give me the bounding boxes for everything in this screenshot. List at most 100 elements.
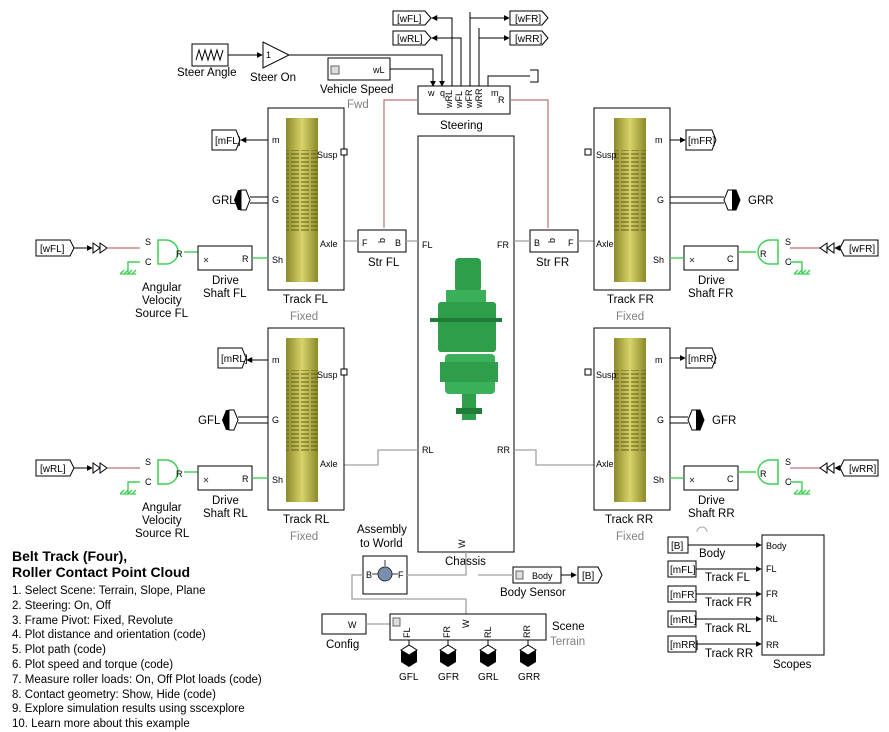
scene-block[interactable]: FL FR W RL RR Scene Terrain (389, 613, 585, 648)
steering-port-q: q (440, 88, 445, 98)
svg-text:[B]: [B] (671, 541, 683, 552)
from-wFR[interactable]: [wFR] (839, 239, 879, 257)
str-fl-block[interactable]: F B q Str FL (357, 229, 407, 269)
notes-item[interactable]: 2. Steering: On, Off (12, 599, 111, 612)
conn-label-GRL[interactable]: GRL (212, 189, 251, 211)
drive-shaft-rr[interactable]: C Drive Shaft RR (683, 465, 739, 520)
conn-label-GFR[interactable]: GFR (687, 409, 736, 431)
chassis-block[interactable]: FL FR RL RR W Chassis (417, 135, 515, 568)
ground-conn-GFL[interactable]: GFL (399, 644, 419, 683)
notes-title-1: Belt Track (Four), (12, 548, 128, 564)
steering-port-wFR: wFR (464, 89, 474, 109)
svg-text:[wFR]: [wFR] (849, 244, 875, 255)
notes-item[interactable]: 5. Plot path (code) (12, 644, 106, 657)
scope-input-rr[interactable]: [mRR] Track RR (667, 635, 753, 660)
ang-vel-source-fl[interactable]: F S C R Angular Velocity Source FL (135, 237, 189, 320)
svg-text:Axle: Axle (596, 239, 614, 249)
ground-conn-GRR[interactable]: GRR (518, 644, 540, 683)
notes-item[interactable]: 6. Plot speed and torque (code) (12, 658, 174, 671)
svg-text:Axle: Axle (596, 459, 614, 469)
scope-input-fl[interactable]: [mFL] Track FL (667, 560, 751, 584)
notes-item[interactable]: 3. Frame Pivot: Fixed, Revolute (12, 614, 174, 627)
from-wFL[interactable]: [wFL] (35, 239, 75, 257)
steering-block[interactable]: w q wRL wFL wFR wRR m R Steering (417, 85, 511, 132)
notes-item[interactable]: 1. Select Scene: Terrain, Slope, Plane (12, 585, 206, 597)
goto-mRR[interactable]: [mRR] (685, 347, 717, 369)
goto-wRR-top[interactable]: [wRR] (509, 30, 549, 46)
ps-converter-fr[interactable] (819, 242, 835, 254)
chassis-port-FL: FL (422, 240, 433, 250)
svg-text:R: R (242, 474, 249, 484)
config-block[interactable]: W Config (321, 613, 367, 651)
svg-text:Shaft RL: Shaft RL (203, 508, 248, 520)
str-fr-block[interactable]: B F q Str FR (529, 229, 579, 269)
mech-ref-fr-icon (793, 269, 811, 275)
ground-conn-GFR[interactable]: GFR (438, 644, 459, 683)
ps-converter-fl[interactable] (92, 242, 108, 254)
ang-vel-source-rr[interactable]: S C R (757, 457, 792, 487)
svg-text:GFR: GFR (438, 672, 459, 683)
ps-converter-rl[interactable] (92, 462, 108, 474)
notes-item[interactable]: 7. Measure roller loads: On, Off Plot lo… (12, 673, 262, 686)
svg-text:B: B (366, 570, 372, 580)
ground-conn-GRL[interactable]: GRL (478, 644, 499, 683)
notes-list: 1. Select Scene: Terrain, Slope, Plane 2… (12, 584, 332, 732)
svg-text:G: G (272, 195, 279, 205)
notes-item[interactable]: 10. Learn more about this example (12, 718, 190, 731)
scopes-block[interactable]: Body FL FR RL RR Scopes (761, 534, 825, 671)
track-fl-block[interactable]: m Susp G Axle Sh Track FL Fixed (267, 107, 348, 323)
ang-vel-source-rl[interactable]: S C R Angular Velocity Source RL (135, 457, 190, 540)
svg-text:B: B (534, 238, 540, 248)
svg-text:C: C (727, 254, 734, 264)
vehicle-speed-block[interactable]: wL Vehicle Speed (320, 57, 394, 96)
svg-text:Sh: Sh (272, 475, 283, 485)
goto-wRL-top[interactable]: [wRL] (392, 30, 432, 46)
track-rl-block[interactable]: m Susp G Axle Sh Track RL Fixed (267, 327, 348, 543)
notes-item[interactable]: 8. Contact geometry: Show, Hide (code) (12, 688, 216, 701)
gain-value: 1 (266, 50, 271, 60)
svg-text:Source RL: Source RL (135, 528, 190, 540)
svg-text:B: B (395, 238, 401, 248)
ang-vel-source-fr[interactable]: S C R (757, 237, 792, 267)
str-fl-label: Str FL (368, 257, 400, 269)
goto-B[interactable]: [B] (577, 566, 603, 584)
scope-input-fr[interactable]: [mFR] Track FR (667, 585, 752, 609)
notes-item[interactable]: 4. Plot distance and orientation (code) (12, 629, 206, 642)
assembly-to-world[interactable]: Assembly to World B F (357, 524, 408, 595)
steer-angle-block[interactable]: Steer Angle (177, 43, 236, 79)
ps-converter-rr[interactable] (819, 462, 835, 474)
track-rr-block[interactable]: m Susp G Axle Sh Track RR Fixed (584, 327, 671, 543)
body-sensor[interactable]: Body Body Sensor (500, 566, 566, 599)
link-icon (203, 477, 209, 483)
notes-item[interactable]: 9. Explore simulation results using ssce… (12, 703, 245, 716)
svg-text:Terrain: Terrain (550, 636, 585, 648)
svg-text:R: R (760, 469, 767, 479)
goto-mFR[interactable]: [mFR] (685, 129, 717, 151)
svg-text:q: q (378, 238, 388, 243)
svg-text:Drive: Drive (698, 275, 725, 287)
drive-shaft-fl[interactable]: R Drive Shaft FL (197, 245, 253, 300)
goto-mRL[interactable]: [mRL] (217, 347, 248, 369)
track-fr-block[interactable]: m Susp G Axle Sh Track FR Fixed (584, 107, 671, 323)
steering-port-w: w (427, 88, 435, 98)
scope-input-rl[interactable]: [mRL] Track RL (667, 610, 752, 635)
from-wRL[interactable]: [wRL] (35, 459, 75, 477)
svg-text:GRR: GRR (518, 672, 540, 683)
conn-label-GRR[interactable]: GRR (723, 189, 774, 211)
from-wRR[interactable]: [wRR] (839, 459, 879, 477)
svg-text:[wRL]: [wRL] (397, 34, 423, 45)
conn-label-GFL[interactable]: GFL (198, 409, 239, 431)
steer-on-gain[interactable]: 1 Steer On (250, 41, 296, 84)
drive-shaft-fr[interactable]: C Drive Shaft FR (683, 245, 739, 300)
goto-mFL[interactable]: [mFL] (211, 129, 241, 151)
svg-text:Susp: Susp (596, 150, 617, 160)
svg-text:Sh: Sh (653, 255, 664, 265)
svg-text:FR: FR (766, 589, 778, 599)
scope-input-body[interactable]: [B] Body (667, 526, 725, 560)
goto-wFR-top[interactable]: [wFR] (509, 10, 549, 26)
link-icon (689, 257, 695, 263)
svg-text:C: C (785, 477, 792, 487)
goto-wFL-top[interactable]: [wFL] (392, 10, 432, 26)
drive-shaft-rl[interactable]: R Drive Shaft RL (197, 465, 253, 520)
